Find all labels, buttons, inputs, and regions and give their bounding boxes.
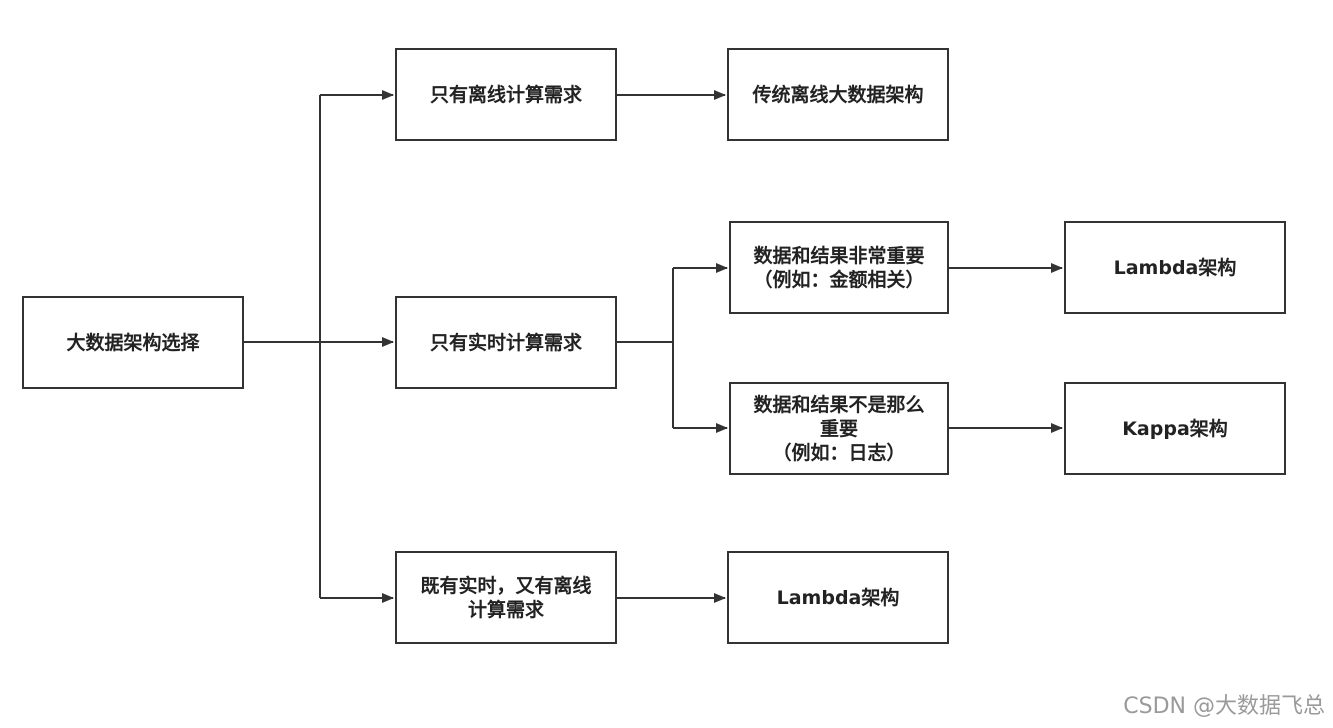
watermark: CSDN @大数据飞总 [1123, 694, 1325, 719]
node-realtime-only-label: 只有实时计算需求 [429, 331, 582, 354]
node-lambda-2-label: Lambda架构 [776, 586, 900, 609]
node-offline-only-label: 只有离线计算需求 [429, 83, 582, 106]
node-not-important-label: 数据和结果不是那么 重要 （例如：日志） [753, 393, 925, 464]
node-both: 既有实时，又有离线 计算需求 [395, 551, 617, 644]
node-both-label: 既有实时，又有离线 计算需求 [420, 574, 592, 621]
node-lambda-1: Lambda架构 [1064, 221, 1286, 314]
node-root: 大数据架构选择 [22, 296, 244, 389]
node-realtime-only: 只有实时计算需求 [395, 296, 617, 389]
node-lambda-2: Lambda架构 [727, 551, 949, 644]
node-offline-only: 只有离线计算需求 [395, 48, 617, 141]
node-traditional-label: 传统离线大数据架构 [752, 83, 924, 106]
node-kappa: Kappa架构 [1064, 382, 1286, 475]
node-root-label: 大数据架构选择 [66, 331, 200, 354]
node-kappa-label: Kappa架构 [1122, 417, 1228, 440]
node-important: 数据和结果非常重要 （例如：金额相关） [729, 221, 949, 314]
node-not-important: 数据和结果不是那么 重要 （例如：日志） [729, 382, 949, 475]
node-traditional: 传统离线大数据架构 [727, 48, 949, 141]
node-important-label: 数据和结果非常重要 （例如：金额相关） [753, 244, 925, 291]
node-lambda-1-label: Lambda架构 [1113, 256, 1237, 279]
